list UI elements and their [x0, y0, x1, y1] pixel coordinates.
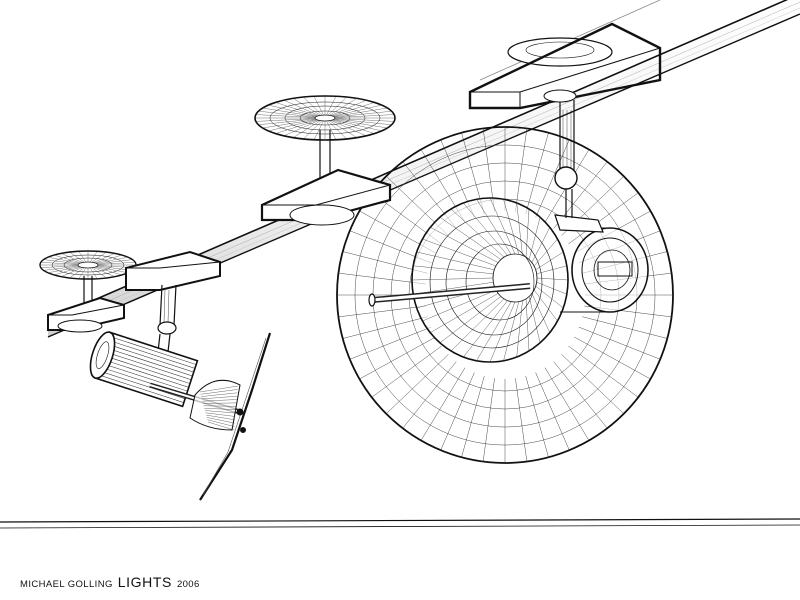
track-adapter: [125, 250, 221, 291]
caption: MICHAEL GOLLING LIGHTS 2006: [20, 574, 200, 594]
caption-author: MICHAEL GOLLING: [20, 579, 113, 590]
caption-title: LIGHTS: [117, 574, 172, 590]
disc-pendant-middle: [254, 95, 396, 226]
large-spotlight: [336, 100, 674, 464]
small-spotlight: [89, 284, 272, 501]
disc-pendant-left: [39, 250, 137, 333]
caption-year: 2006: [176, 579, 200, 590]
floor-baseline: [0, 518, 800, 529]
ceiling-mount-top-right: [468, 22, 662, 110]
